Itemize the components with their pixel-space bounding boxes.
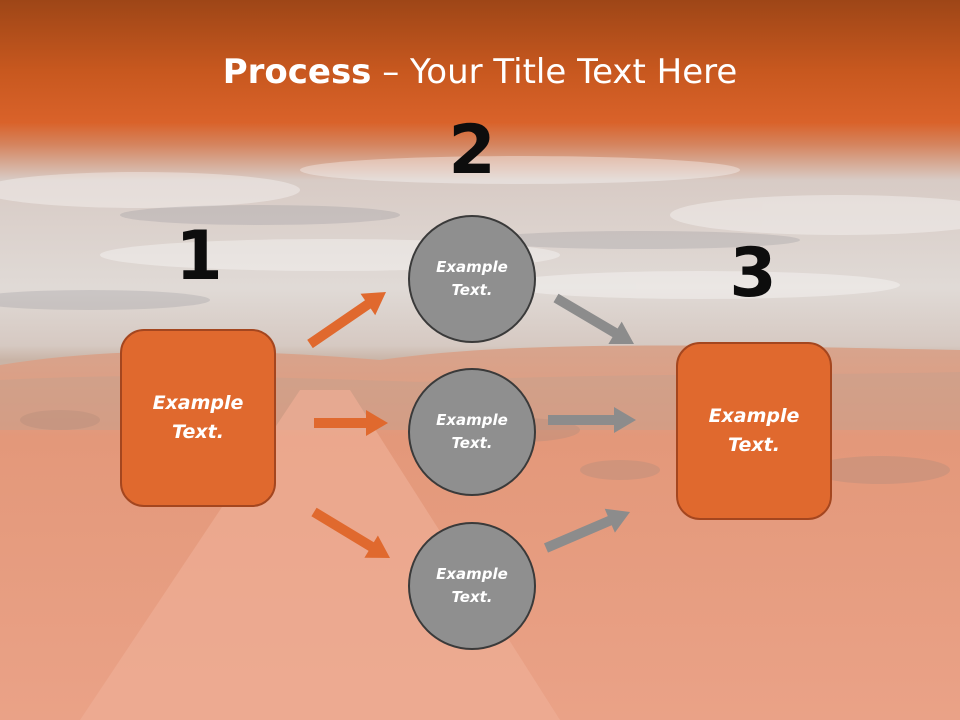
- step-1-text: Example Text.: [152, 392, 244, 443]
- step-1-number: 1: [175, 217, 223, 296]
- step-2-circle-middle-text: Example Text.: [436, 411, 508, 452]
- step-1-box: Example Text.: [120, 329, 276, 507]
- step-2-circle-bottom-text: Example Text.: [436, 565, 508, 606]
- arrow-1-to-2-bottom: [311, 507, 390, 558]
- step-3-box: Example Text.: [676, 342, 832, 520]
- arrow-1-to-2-top: [307, 292, 386, 349]
- title-rest: – Your Title Text Here: [371, 52, 738, 92]
- step-3-text: Example Text.: [708, 405, 800, 456]
- step-2-circle-top-text: Example Text.: [436, 258, 508, 299]
- arrow-1-to-2-middle: [314, 410, 388, 436]
- step-2-number: 2: [448, 111, 496, 190]
- arrow-2-top-to-3: [553, 293, 634, 344]
- step-2-circle-middle: Example Text.: [408, 368, 536, 496]
- arrow-2-bottom-to-3: [544, 508, 630, 553]
- step-3-number: 3: [729, 234, 777, 313]
- step-2-circle-bottom: Example Text.: [408, 522, 536, 650]
- step-2-circle-top: Example Text.: [408, 215, 536, 343]
- slide-title: Process – Your Title Text Here: [0, 52, 960, 92]
- title-bold: Process: [222, 52, 372, 92]
- arrow-2-middle-to-3: [548, 407, 636, 433]
